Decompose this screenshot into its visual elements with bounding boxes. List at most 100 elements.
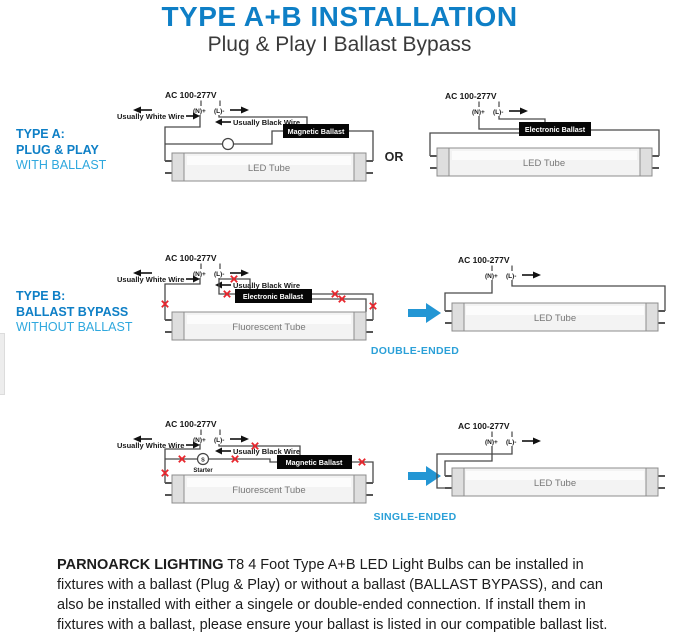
tube-label: LED Tube — [248, 163, 290, 174]
type-a-label-block: TYPE A: PLUG & PLAY WITH BALLAST — [16, 127, 106, 174]
fluorescent-tube: Fluorescent Tube — [165, 474, 373, 504]
white-wire-arrow-icon — [186, 441, 200, 449]
disconnect-x-icon — [178, 455, 186, 463]
page-title: TYPE A+B INSTALLATION — [161, 1, 518, 32]
fluorescent-tube: Fluorescent Tube — [165, 311, 373, 341]
neutral-terminal-label: (N)+ — [193, 108, 206, 115]
type-a-magnetic-diagram: AC 100-277V (N)+ (L)- Usually White Wire — [117, 90, 374, 182]
neutral-terminal-label: (N)+ — [485, 273, 498, 280]
ac-terminal-ticks — [200, 429, 221, 435]
neutral-terminal-label: (N)+ — [472, 109, 485, 116]
description-text: T8 4 Foot Type A+B LED Light Bulbs can b… — [57, 557, 608, 633]
led-tube: LED Tube — [430, 147, 659, 177]
ac-voltage-label: AC 100-277V — [458, 421, 510, 431]
disconnect-x-icon — [338, 295, 346, 303]
line-terminal-label: (L)- — [493, 109, 503, 116]
right-direction-arrow-icon — [230, 269, 249, 277]
type-a-electronic-diagram: AC 100-277V (N)+ (L)- Electronic Ballast — [429, 91, 660, 177]
tube-label: LED Tube — [534, 478, 576, 489]
line-terminal-label: (L)- — [214, 271, 224, 278]
tube-label: Fluorescent Tube — [232, 322, 305, 333]
type-b-double-ended-diagrams: AC 100-277V (N)+ (L)- Usually White Wire — [117, 253, 666, 341]
double-ended-caption: DOUBLE-ENDED — [370, 345, 460, 357]
electronic-ballast: Electronic Ballast — [235, 289, 312, 303]
starter-icon — [221, 137, 235, 151]
neutral-terminal-label: (N)+ — [193, 271, 206, 278]
wires — [429, 116, 660, 156]
or-label: OR — [385, 150, 404, 164]
type-b-label-block: TYPE B: BALLAST BYPASS WITHOUT BALLAST — [16, 289, 132, 336]
disconnect-x-icon — [369, 302, 377, 310]
black-wire-arrow-icon — [215, 447, 231, 455]
ballast-label: Magnetic Ballast — [286, 458, 343, 467]
ac-terminal-ticks — [200, 263, 221, 269]
magnetic-ballast: Magnetic Ballast — [283, 124, 349, 138]
black-wire-arrow-icon — [215, 118, 231, 126]
page-edge-artifact — [0, 333, 5, 395]
line-terminal-label: (L)- — [214, 437, 224, 444]
ac-terminal-ticks — [200, 100, 221, 106]
brand-name: PARNOARCK LIGHTING — [57, 557, 224, 573]
ac-voltage-label: AC 100-277V — [458, 255, 510, 265]
disconnect-x-icon — [161, 300, 169, 308]
single-ended-after-diagram: AC 100-277V (N)+ (L)- LED Tube — [436, 421, 665, 497]
type-a-diagrams: AC 100-277V (N)+ (L)- Usually White Wire — [117, 90, 660, 182]
disconnect-x-icon — [161, 469, 169, 477]
right-direction-arrow-icon — [509, 107, 528, 115]
ballast-label: Magnetic Ballast — [288, 127, 345, 136]
neutral-terminal-label: (N)+ — [193, 437, 206, 444]
neutral-terminal-label: (N)+ — [485, 439, 498, 446]
disconnect-x-icon — [358, 458, 366, 466]
disconnect-x-icon — [251, 442, 259, 450]
ac-terminal-ticks — [491, 431, 513, 437]
wires — [444, 280, 666, 311]
left-direction-arrow-icon — [133, 269, 152, 277]
tube-label: Fluorescent Tube — [232, 485, 305, 496]
ac-terminal-ticks — [478, 101, 500, 107]
white-wire-arrow-icon — [186, 275, 200, 283]
single-ended-caption: SINGLE-ENDED — [373, 511, 457, 523]
led-tube: LED Tube — [445, 467, 665, 497]
ballast-label: Electronic Ballast — [525, 125, 586, 134]
starter: S Starter — [193, 452, 213, 474]
type-b-sub: WITHOUT BALLAST — [16, 320, 133, 335]
white-wire-label: Usually White Wire — [117, 112, 184, 121]
ac-voltage-label: AC 100-277V — [165, 90, 217, 100]
white-wire-arrow-icon — [186, 112, 200, 120]
disconnect-x-icon — [231, 455, 239, 463]
single-ended-diagrams: AC 100-277V (N)+ (L)- Usually White Wire — [117, 419, 665, 504]
type-b-title: TYPE B: — [16, 289, 66, 303]
page-subtitle: Plug & Play I Ballast Bypass — [207, 33, 472, 56]
type-a-title: TYPE A: — [16, 127, 65, 141]
white-wire-label: Usually White Wire — [117, 441, 184, 450]
black-wire-arrow-icon — [215, 281, 231, 289]
type-b-after-diagram: AC 100-277V (N)+ (L)- LED Tube — [444, 255, 666, 332]
convert-arrow-icon — [408, 303, 441, 323]
line-terminal-label: (L)- — [214, 108, 224, 115]
description-paragraph: PARNOARCK LIGHTING T8 4 Foot Type A+B LE… — [57, 556, 631, 635]
led-tube: LED Tube — [165, 152, 373, 182]
disconnect-x-icon — [223, 290, 231, 298]
line-terminal-label: (L)- — [506, 273, 516, 280]
disconnect-x-icon — [230, 275, 238, 283]
left-direction-arrow-icon — [133, 106, 152, 114]
right-direction-arrow-icon — [522, 437, 541, 445]
black-wire-label: Usually Black Wire — [233, 118, 300, 127]
wires — [164, 115, 374, 161]
ballast-label: Electronic Ballast — [243, 292, 304, 301]
type-a-sub: WITH BALLAST — [16, 158, 107, 173]
type-a-mode: PLUG & PLAY — [16, 142, 99, 157]
black-wire-label: Usually Black Wire — [233, 447, 300, 456]
wires — [164, 278, 374, 320]
starter-label: Starter — [193, 468, 213, 474]
ac-voltage-label: AC 100-277V — [165, 253, 217, 263]
led-tube: LED Tube — [445, 302, 665, 332]
line-terminal-label: (L)- — [506, 439, 516, 446]
convert-arrow-icon — [408, 466, 441, 486]
tube-label: LED Tube — [523, 158, 565, 169]
right-direction-arrow-icon — [230, 106, 249, 114]
type-b-mode: BALLAST BYPASS — [16, 304, 129, 319]
white-wire-label: Usually White Wire — [117, 275, 184, 284]
tube-label: LED Tube — [534, 313, 576, 324]
